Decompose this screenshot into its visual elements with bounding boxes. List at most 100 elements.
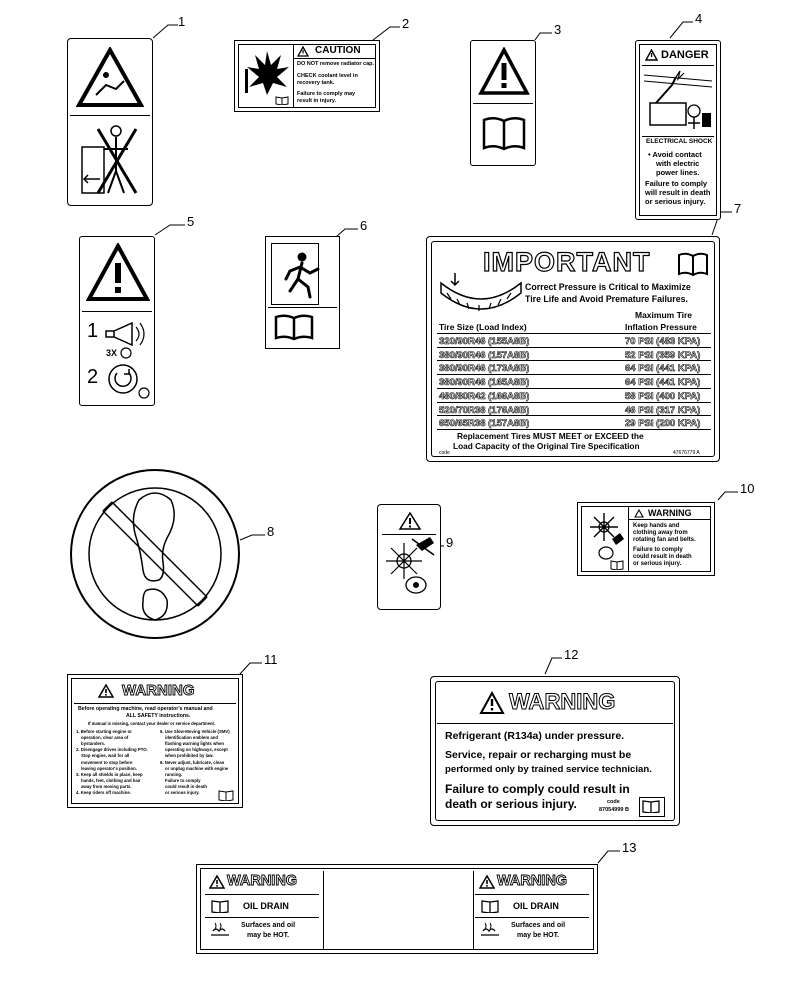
decal-7-subtitle-2: Tire Life and Avoid Premature Failures. — [525, 294, 688, 304]
decal-7-col2-header-2: Inflation Pressure — [625, 322, 697, 332]
caution-triangle-icon — [297, 46, 309, 57]
decal-12-part-number: 87054999 B — [599, 807, 629, 813]
decal-13: WARNING OIL DRAIN Surfaces and oil may b… — [196, 864, 598, 954]
decal-1 — [67, 38, 153, 206]
manual-book-icon — [218, 790, 234, 801]
decal-13-drain-left: OIL DRAIN — [243, 901, 289, 911]
decal-12-line-1: Refrigerant (R134a) under pressure. — [445, 730, 625, 742]
decal-7-col2-header-1: Maximum Tire — [635, 310, 693, 320]
decal-11-right-line: operating on highways, except — [165, 747, 228, 753]
decal-11-right-line: Failure to comply — [165, 777, 201, 783]
callout-10: 10 — [740, 481, 755, 496]
decal-9 — [377, 504, 441, 610]
power-line-shock-icon — [643, 70, 713, 129]
tire-size: 650/65R38 (157A8B) — [439, 418, 530, 430]
decal-11-right-line: running. — [165, 771, 183, 777]
callout-8: 8 — [267, 524, 275, 539]
callout-9: 9 — [446, 535, 454, 550]
manual-book-icon — [482, 117, 526, 151]
decal-12-code: code — [607, 799, 620, 805]
decal-11-left-line: 4. Keep riders off machine. — [76, 790, 131, 795]
tire-size: 380/90R46 (157A8B) — [439, 349, 530, 361]
warning-triangle-icon — [478, 47, 530, 95]
rotation-icon — [108, 364, 138, 394]
decal-12-header: WARNING — [508, 689, 616, 714]
decal-11-intro-2: ALL SAFETY instructions. — [126, 713, 191, 719]
tire-size: 380/90R46 (165A8B) — [439, 377, 530, 389]
decal-5-count: 3X — [106, 348, 118, 358]
tire-size: 520/70R38 (176A8B) — [439, 404, 530, 416]
decal-13-header-right: WARNING — [497, 873, 568, 889]
decal-8-no-step — [70, 469, 240, 639]
decal-2: CAUTION DO NOT remove radiator cap. CHEC… — [234, 40, 380, 112]
badge-icon — [138, 387, 150, 399]
tire-table: 320/90R46 (155A8B) 70 PSI (483 KPA) 380/90… — [427, 333, 719, 443]
decal-10-line-5: could result in death — [633, 554, 692, 560]
tire-pressure: 64 PSI (441 KPA) — [625, 377, 701, 389]
tire-size: 380/90R46 (173A8B) — [439, 363, 530, 375]
tire-pressure: 70 PSI (483 KPA) — [625, 336, 701, 348]
decal-11-right-line: flashing warning lights when — [165, 741, 224, 747]
decal-6 — [265, 236, 340, 349]
hot-surface-hand-icon — [211, 922, 229, 936]
tire-table-row: 380/90R46 (165A8B) 64 PSI (441 KPA) — [437, 374, 711, 390]
decal-4-line-4: Failure to comply — [645, 179, 708, 188]
callout-2: 2 — [402, 16, 410, 31]
manual-book-icon — [274, 314, 314, 341]
decal-7: IMPORTANT Correct Pressure is Critical t… — [426, 236, 720, 462]
horn-icon — [105, 321, 145, 347]
callout-6: 6 — [360, 218, 368, 233]
decal-11-right-line: could result in death — [165, 783, 208, 789]
decal-11-right-line: identification emblem and — [165, 735, 219, 741]
decal-7-subtitle-1: Correct Pressure is Critical to Maximize — [525, 282, 691, 292]
decal-11: WARNING Before operating machine, read o… — [67, 674, 243, 808]
decal-11-left-line: operation, clear area of — [81, 735, 129, 741]
decal-11-right-line: or unplug machine with engine — [165, 765, 229, 771]
running-person-icon — [284, 252, 320, 299]
decal-13-hot-right-1: Surfaces and oil — [511, 922, 566, 929]
decal-13-header-left: WARNING — [227, 873, 298, 889]
decal-11-right-line: or serious injury. — [165, 790, 200, 795]
decal-11-intro-3: If manual is missing, contact your deale… — [88, 721, 216, 726]
decal-10-line-4: Failure to comply — [633, 547, 683, 553]
decal-12-line-5: death or serious injury. — [445, 797, 577, 811]
decal-12-line-4: Failure to comply could result in — [445, 782, 630, 796]
decal-4-line-2: with electric — [656, 159, 700, 168]
tire-table-row: 650/65R38 (157A8B)29 PSI (200 KPA) — [437, 415, 711, 431]
decal-7-col1-header: Tire Size (Load Index) — [439, 322, 527, 332]
decal-4-line-3: power lines. — [656, 168, 700, 177]
decal-10-header: WARNING — [648, 508, 692, 518]
tire-table-row: 380/90R46 (173A8B)64 PSI (441 KPA) — [437, 360, 711, 376]
decal-4-subheader: ELECTRICAL SHOCK — [646, 138, 713, 145]
decal-11-header: WARNING — [122, 682, 195, 699]
warning-triangle-icon — [479, 691, 505, 714]
decal-2-line-1: DO NOT remove radiator cap. — [297, 61, 375, 67]
decal-10-line-3: rotating fan and belts. — [633, 537, 696, 543]
manual-book-icon — [211, 900, 229, 913]
decal-12-line-3: performed only by trained service techni… — [445, 764, 652, 775]
warning-triangle-icon — [98, 684, 114, 698]
decal-7-code: code — [439, 450, 450, 456]
decal-10-line-6: or serious injury. — [633, 561, 682, 567]
decal-12: WARNING Refrigerant (R134a) under pressu… — [430, 676, 680, 826]
decal-11-left-line: hands, feet, clothing and hair — [81, 777, 141, 783]
tire-table-row: 480/80R42 (166A8B)58 PSI (400 KPA) — [437, 387, 711, 404]
callout-7: 7 — [734, 201, 742, 216]
decal-7-title: IMPORTANT — [482, 247, 651, 277]
person-crossed-out-icon — [81, 125, 138, 194]
callout-12: 12 — [564, 647, 579, 662]
tire-size: 480/80R42 (166A8B) — [439, 390, 530, 402]
decal-10-line-1: Keep hands and — [633, 523, 680, 529]
callout-3: 3 — [554, 22, 562, 37]
decal-4-line-1: • Avoid contact — [648, 150, 702, 159]
tire-pressure: 52 PSI (359 KPA) — [625, 349, 701, 361]
manual-book-icon — [642, 800, 660, 813]
warning-triangle-icon — [86, 243, 150, 301]
tire-size: 320/90R46 (155A8B) — [439, 336, 530, 348]
callout-11: 11 — [264, 652, 278, 667]
decal-2-line-3: recovery tank. — [297, 80, 335, 86]
decal-2-line-2: CHECK coolant level in — [297, 73, 358, 79]
fan-belt-hazard-icon — [386, 537, 435, 594]
